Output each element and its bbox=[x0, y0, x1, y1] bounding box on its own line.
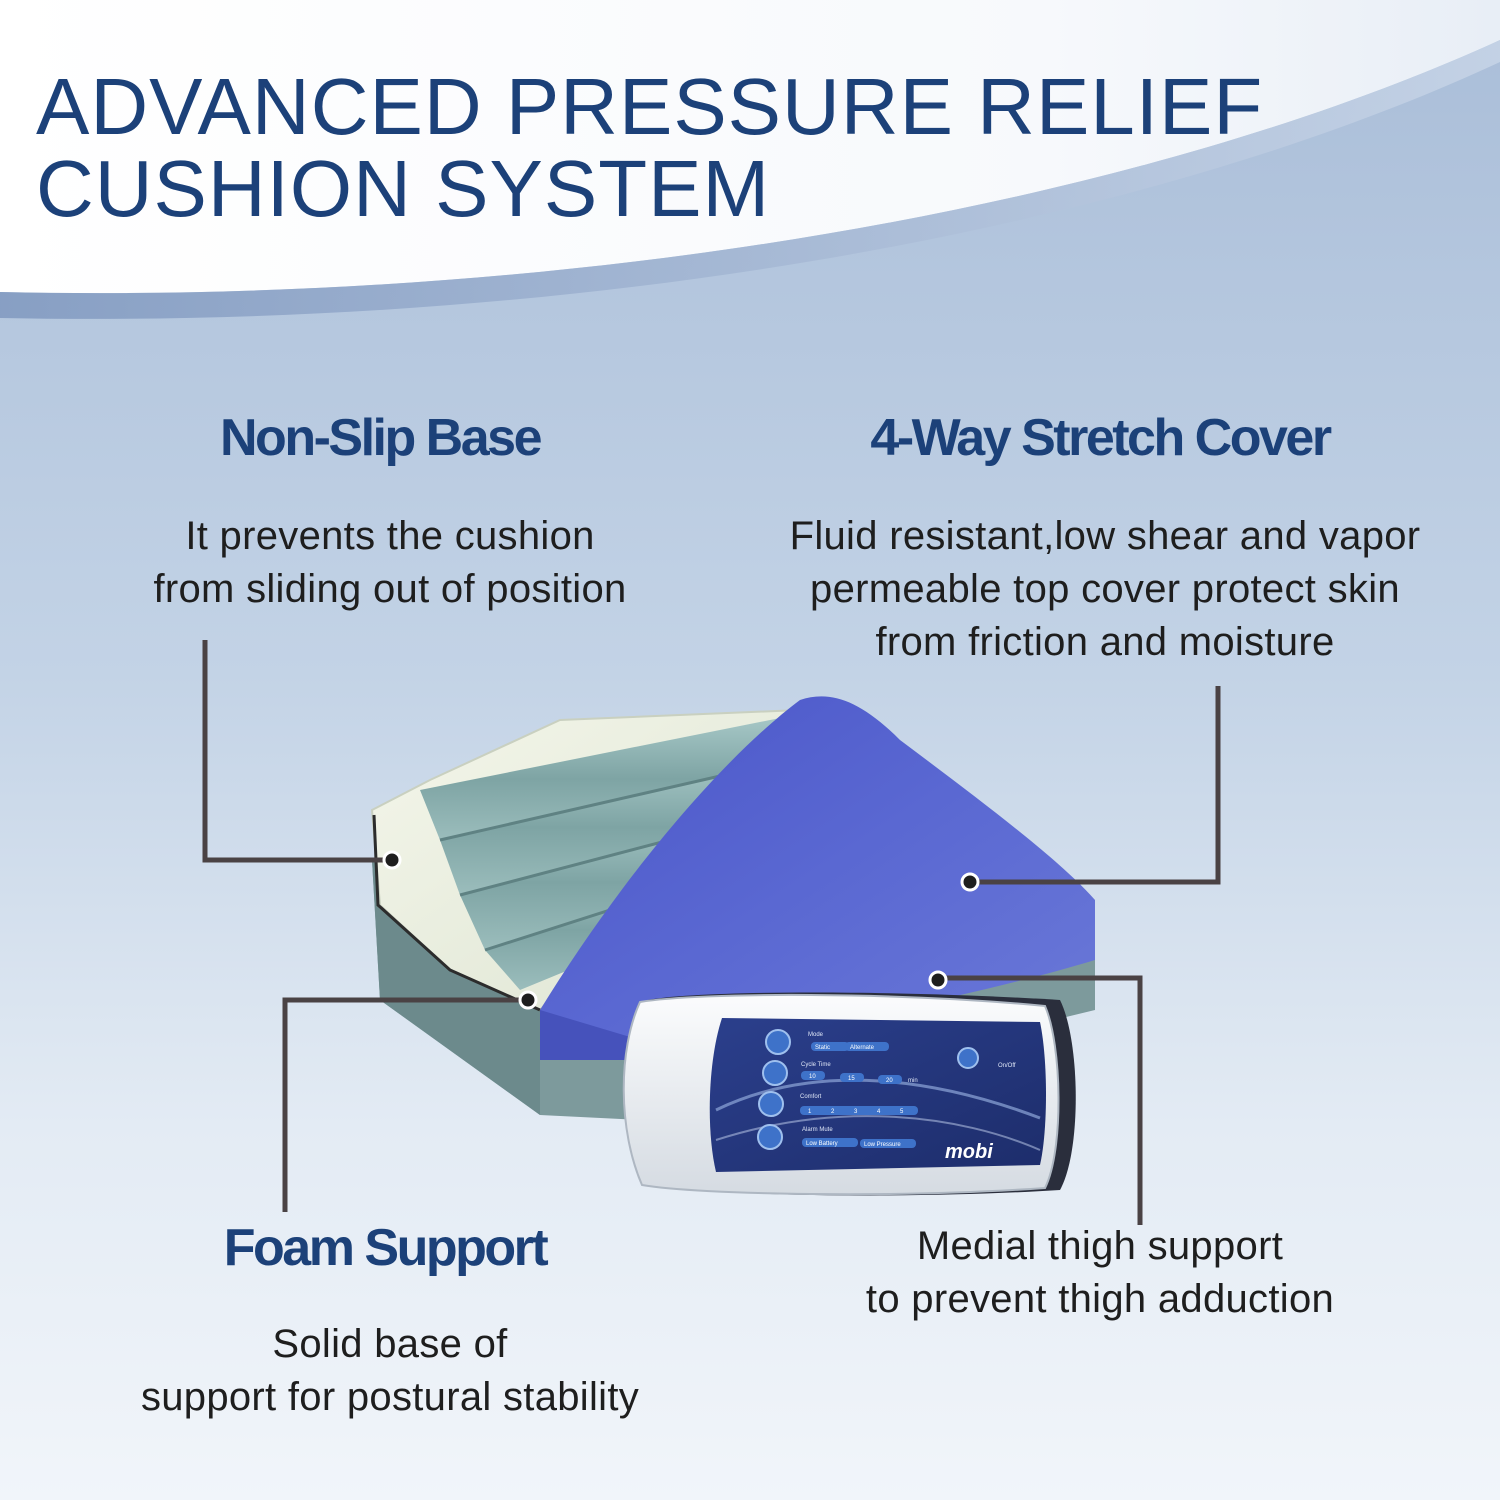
power-label: On/Off bbox=[998, 1063, 1016, 1069]
headline-line-2: CUSHION SYSTEM bbox=[36, 144, 771, 233]
svg-text:5: 5 bbox=[900, 1109, 904, 1115]
svg-text:1: 1 bbox=[808, 1109, 812, 1115]
mode-label: Mode bbox=[808, 1032, 824, 1038]
medial-thigh-description: Medial thigh support to prevent thigh ad… bbox=[800, 1220, 1400, 1326]
foam-callout-line bbox=[282, 997, 528, 1212]
svg-text:Low Battery: Low Battery bbox=[806, 1141, 838, 1147]
svg-text:Static: Static bbox=[815, 1045, 830, 1051]
alarm-mute-label: Alarm Mute bbox=[802, 1127, 833, 1133]
foam-marker bbox=[518, 990, 538, 1010]
comfort-label: Comfort bbox=[800, 1094, 822, 1100]
medial-thigh-desc-line-2: to prevent thigh adduction bbox=[865, 1277, 1335, 1321]
brand-logo: mobi bbox=[945, 1141, 993, 1163]
medial-thigh-callout-line bbox=[938, 975, 1143, 1225]
stretch-cover-description: Fluid resistant,low shear and vapor perm… bbox=[740, 510, 1470, 669]
svg-text:Low Pressure: Low Pressure bbox=[864, 1142, 901, 1148]
foam-support-title: Foam Support bbox=[223, 1219, 549, 1277]
signal-icon bbox=[758, 1091, 784, 1117]
svg-text:20: 20 bbox=[886, 1078, 893, 1084]
svg-text:Alternate: Alternate bbox=[850, 1045, 875, 1051]
controller-unit: Mode Static Alternate Cycle Time 10 15 2… bbox=[622, 992, 1076, 1196]
medial-thigh-marker bbox=[928, 970, 948, 990]
non-slip-title: Non-Slip Base bbox=[220, 409, 543, 467]
stretch-cover-marker bbox=[960, 872, 980, 892]
svg-text:min: min bbox=[908, 1078, 918, 1084]
headline-line-1: ADVANCED PRESSURE RELIEF bbox=[36, 62, 1264, 151]
non-slip-marker bbox=[382, 850, 402, 870]
mode-button-icon bbox=[765, 1029, 791, 1055]
stretch-cover-desc-line-3: from friction and moisture bbox=[875, 620, 1335, 664]
non-slip-callout-line bbox=[202, 640, 392, 863]
stretch-cover bbox=[540, 696, 1095, 1060]
svg-text:3: 3 bbox=[854, 1109, 858, 1115]
svg-text:15: 15 bbox=[848, 1076, 855, 1082]
stretch-cover-callout-line bbox=[970, 686, 1221, 885]
stretch-cover-title: 4-Way Stretch Cover bbox=[870, 409, 1332, 467]
headline: ADVANCED PRESSURE RELIEF CUSHION SYSTEM bbox=[36, 66, 1336, 230]
clock-icon bbox=[762, 1060, 788, 1086]
non-slip-description: It prevents the cushion from sliding out… bbox=[90, 510, 690, 616]
foam-support-desc-line-1: Solid base of bbox=[272, 1322, 508, 1366]
svg-text:4: 4 bbox=[877, 1109, 881, 1115]
stretch-cover-desc-line-1: Fluid resistant,low shear and vapor bbox=[789, 514, 1421, 558]
stretch-cover-desc-line-2: permeable top cover protect skin bbox=[810, 567, 1400, 611]
non-slip-desc-line-2: from sliding out of position bbox=[153, 567, 627, 611]
power-icon bbox=[957, 1047, 979, 1069]
non-slip-desc-line-1: It prevents the cushion bbox=[185, 514, 595, 558]
svg-text:10: 10 bbox=[809, 1074, 816, 1080]
foam-support-description: Solid base of support for postural stabi… bbox=[90, 1318, 690, 1424]
alarm-mute-icon bbox=[757, 1124, 783, 1150]
foam-support-desc-line-2: support for postural stability bbox=[140, 1375, 640, 1419]
medial-thigh-desc-line-1: Medial thigh support bbox=[916, 1224, 1284, 1268]
cycle-time-label: Cycle Time bbox=[801, 1062, 831, 1068]
svg-text:2: 2 bbox=[831, 1109, 835, 1115]
